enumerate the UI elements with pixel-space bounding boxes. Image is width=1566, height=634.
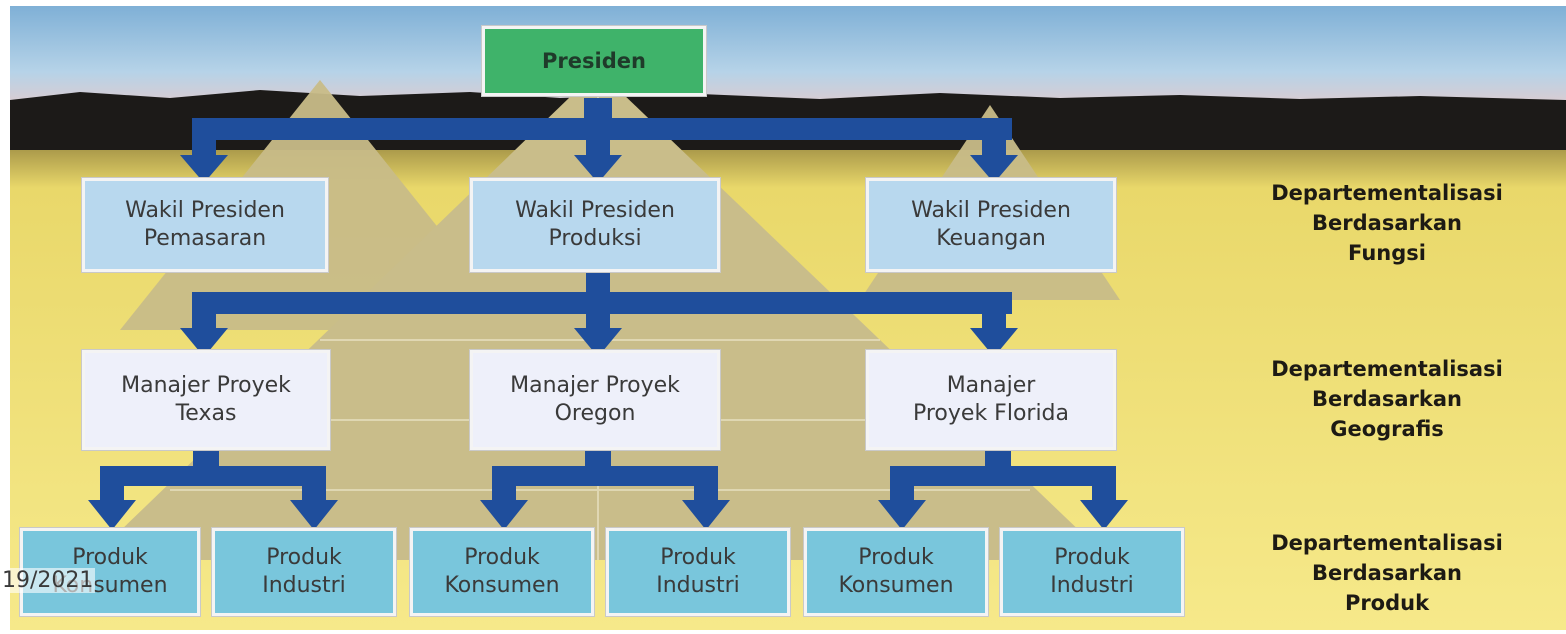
node-pm-oregon: Manajer Proyek Oregon: [470, 350, 720, 450]
node-label: Wakil Presiden Pemasaran: [125, 198, 285, 251]
node-oregon-industrial: Produk Industri: [606, 528, 790, 616]
node-label: Manajer Proyek Texas: [121, 373, 291, 426]
node-presiden: Presiden: [482, 26, 706, 96]
node-label: Wakil Presiden Produksi: [515, 198, 675, 251]
node-texas-industrial: Produk Industri: [212, 528, 396, 616]
node-label: Produk Industri: [1050, 545, 1134, 598]
node-label: Manajer Proyek Florida: [912, 373, 1070, 426]
node-oregon-consumer: Produk Konsumen: [410, 528, 594, 616]
node-florida-industrial: Produk Industri: [1000, 528, 1184, 616]
node-label: Manajer Proyek Oregon: [510, 373, 680, 426]
side-label-product: Departementalisasi Berdasarkan Produk: [1271, 531, 1503, 615]
node-label: Wakil Presiden Keuangan: [911, 198, 1071, 251]
node-florida-consumer: Produk Konsumen: [804, 528, 988, 616]
node-label: Produk Industri: [656, 545, 740, 598]
node-label: Produk Konsumen: [838, 545, 954, 598]
node-label: Presiden: [542, 49, 646, 73]
side-label-function: Departementalisasi Berdasarkan Fungsi: [1271, 181, 1503, 265]
node-label: Produk Industri: [262, 545, 346, 598]
node-pm-texas: Manajer Proyek Texas: [82, 350, 330, 450]
node-vp-marketing: Wakil Presiden Pemasaran: [82, 178, 328, 272]
node-label: Produk Konsumen: [444, 545, 560, 598]
node-pm-florida: Manajer Proyek Florida: [866, 350, 1116, 450]
node-vp-production: Wakil Presiden Produksi: [470, 178, 720, 272]
connector-arrows: [88, 98, 1128, 530]
node-vp-finance: Wakil Presiden Keuangan: [866, 178, 1116, 272]
side-label-geography: Departementalisasi Berdasarkan Geografis: [1271, 357, 1503, 441]
slide-date: 19/2021: [0, 568, 96, 593]
